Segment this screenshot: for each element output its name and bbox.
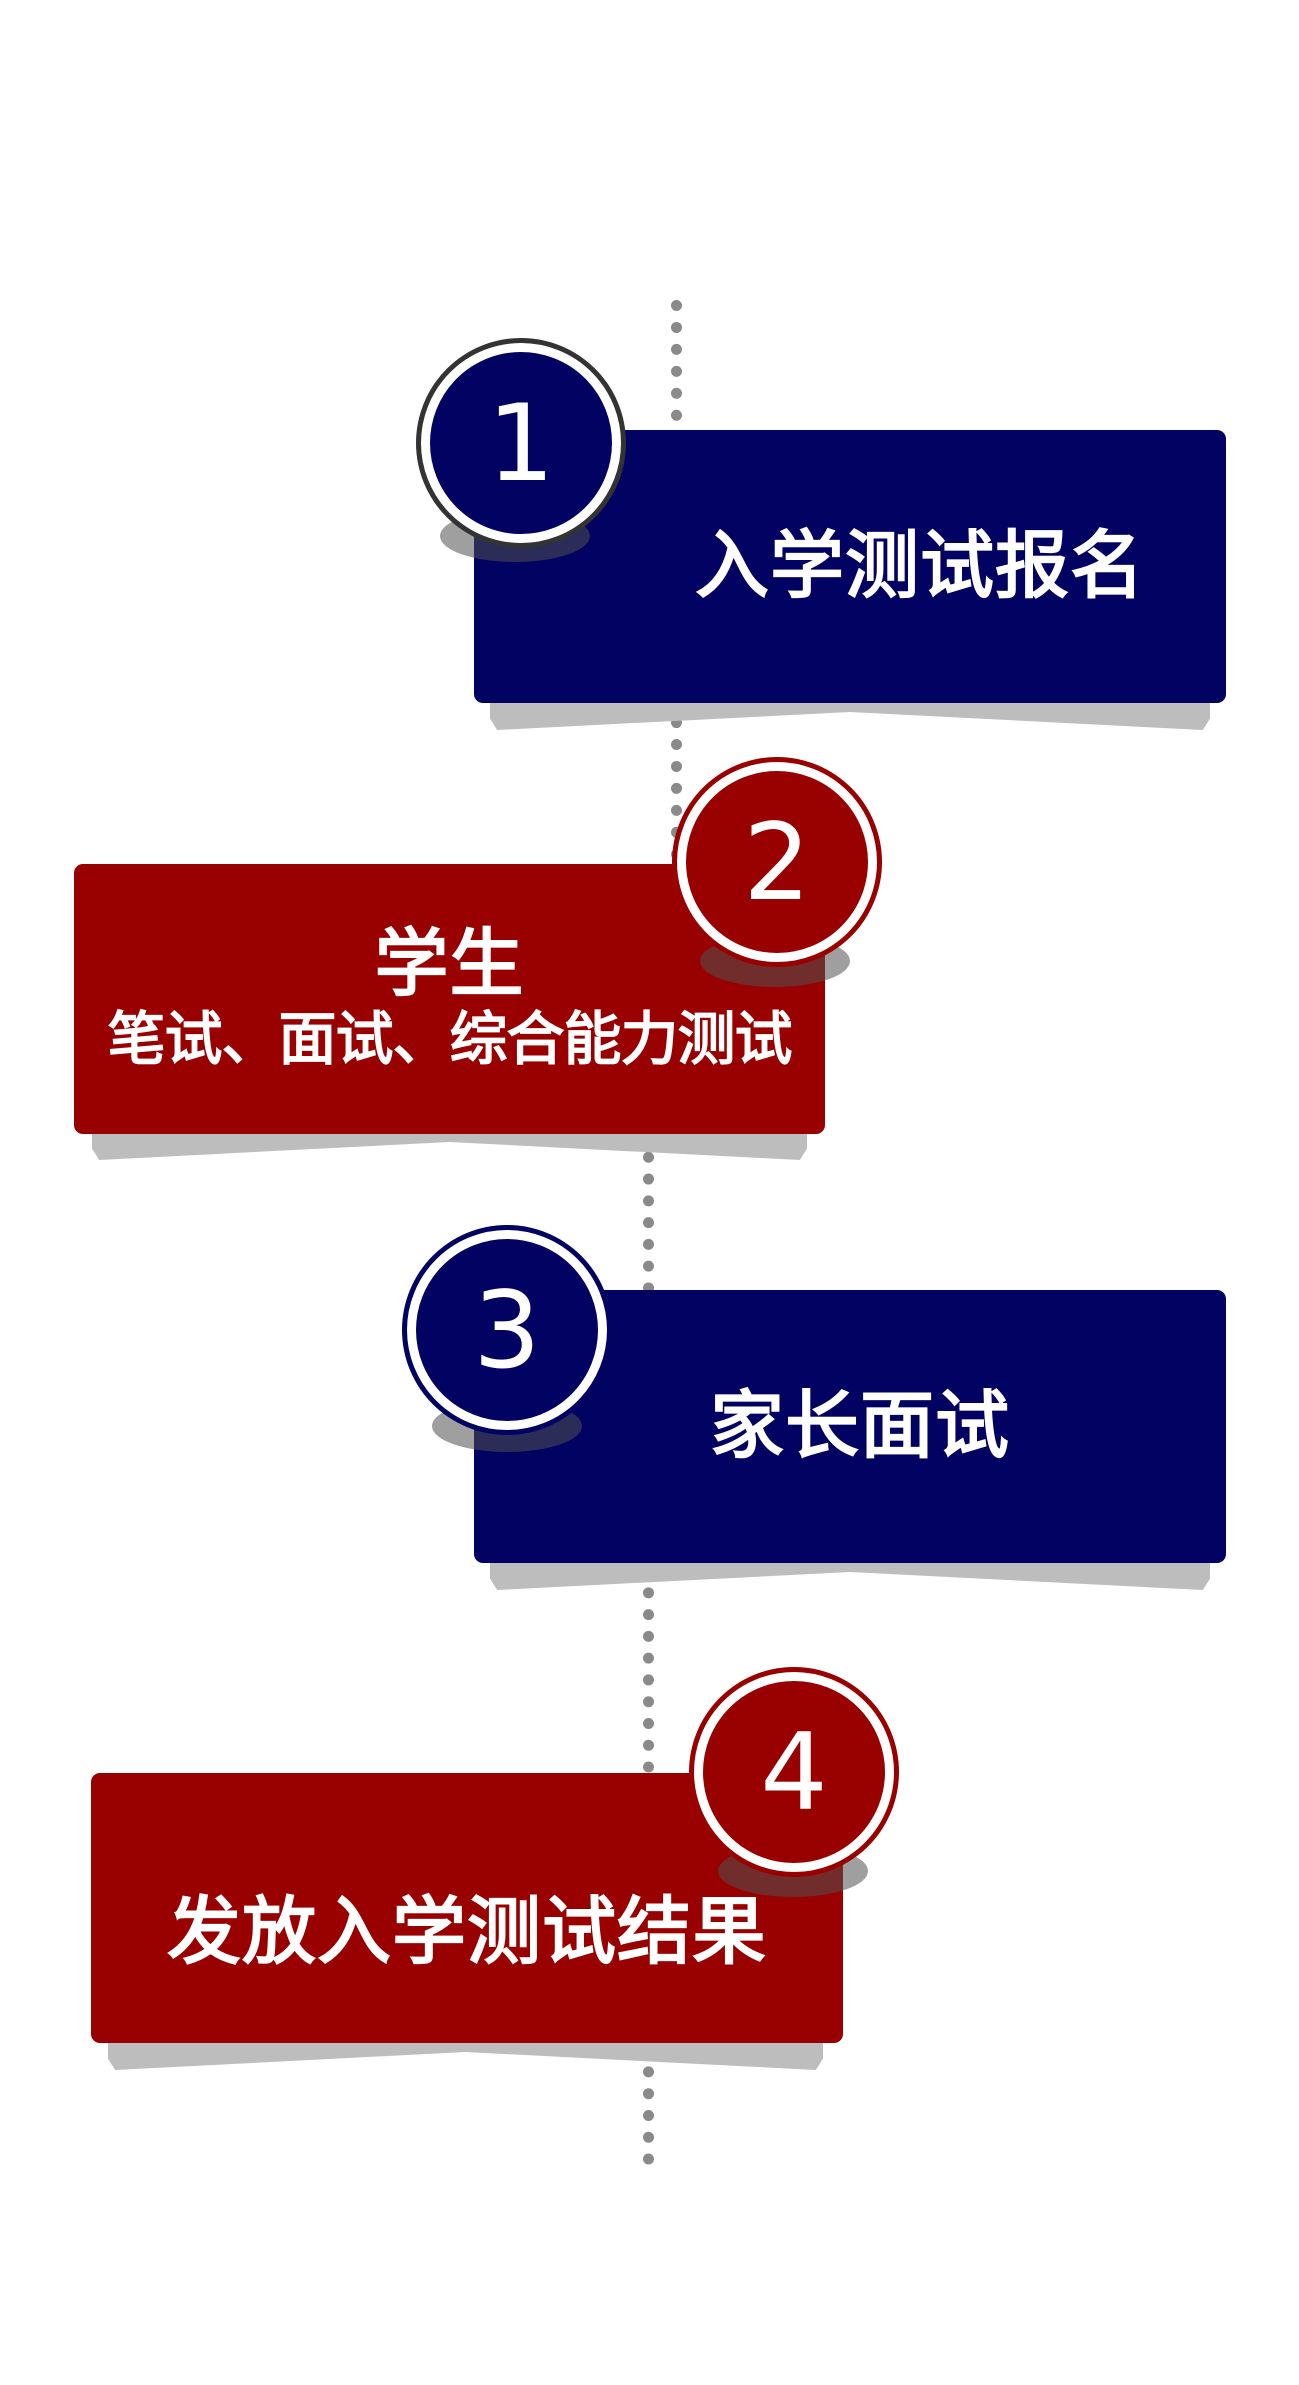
step-2-subtitle: 笔试、面试、综合能力测试: [107, 1004, 792, 1073]
step-2-shadow: [92, 1130, 807, 1160]
step-1-title: 入学测试报名: [695, 522, 1145, 609]
step-4-number-badge: 4: [694, 1672, 894, 1872]
step-3-number-badge: 3: [407, 1230, 607, 1430]
step-1-shadow: [490, 700, 1210, 730]
step-3-number: 3: [473, 1268, 541, 1392]
step-4-shadow: [108, 2040, 823, 2070]
step-4-number: 4: [760, 1710, 828, 1834]
step-2-number-badge: 2: [677, 762, 877, 962]
timeline-connector-bottom: [643, 1130, 654, 2165]
step-1-number: 1: [487, 381, 555, 505]
step-3-title: 家长面试: [710, 1382, 1010, 1469]
step-4-title: 发放入学测试结果: [167, 1889, 767, 1976]
step-1-number-badge: 1: [421, 343, 621, 543]
step-2-number: 2: [743, 800, 811, 924]
step-2-title: 学生: [374, 920, 525, 1007]
step-3-shadow: [490, 1560, 1210, 1590]
